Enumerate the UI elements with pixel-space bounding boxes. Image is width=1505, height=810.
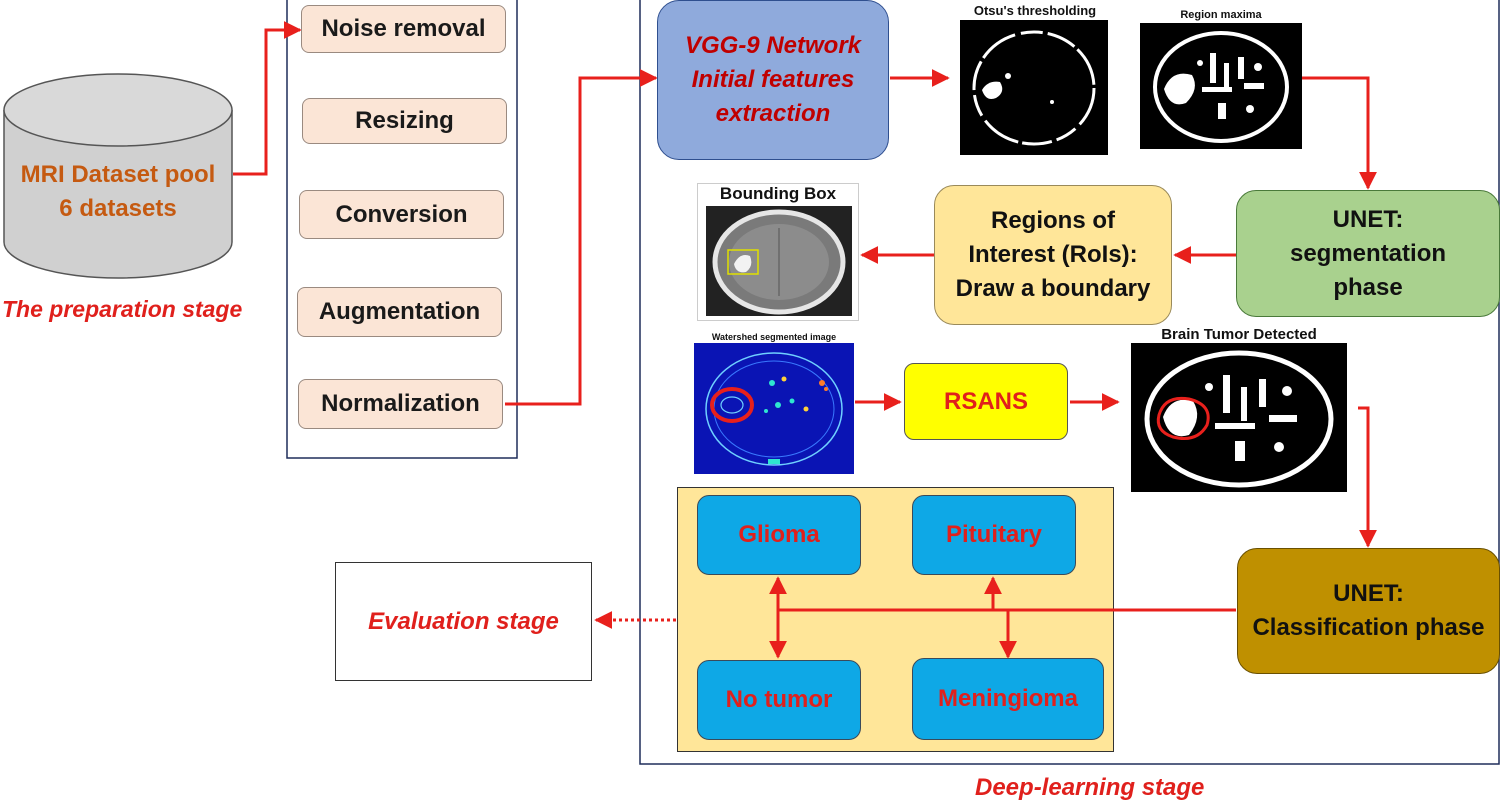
bounding-box-image	[706, 206, 852, 316]
deep-learning-stage-label: Deep-learning stage	[975, 774, 1205, 801]
evaluation-box: Evaluation stage	[335, 562, 592, 681]
unet-seg-line2: segmentation	[1289, 239, 1447, 267]
roi-box: Regions of Interest (RoIs): Draw a bound…	[934, 185, 1172, 325]
arrow-dataset-to-noise-removal	[233, 21, 302, 176]
step-augmentation: Augmentation	[297, 287, 502, 337]
vgg-network-box: VGG-9 Network Initial features extractio…	[657, 0, 889, 160]
unet-segmentation-box: UNET: segmentation phase	[1236, 190, 1500, 317]
dataset-label-line1: MRI Dataset pool	[20, 161, 216, 188]
unet-classification-box: UNET: Classification phase	[1237, 548, 1500, 674]
arrow-maxima-to-unet-seg	[1302, 76, 1377, 190]
class-meningioma: Meningioma	[912, 658, 1104, 740]
cylinder-icon	[3, 73, 233, 279]
region-maxima-caption: Region maxima	[1180, 9, 1262, 21]
arrow-detected-to-unet-cls	[1358, 406, 1377, 548]
region-maxima-image	[1140, 23, 1302, 149]
class-no-tumor: No tumor	[697, 660, 861, 740]
roi-line3: Draw a boundary	[955, 275, 1151, 302]
rsans-box: RSANS	[904, 363, 1068, 440]
watershed-image	[694, 343, 854, 474]
unet-seg-line3: phase	[1333, 273, 1403, 301]
dataset-cylinder: MRI Dataset pool 6 datasets	[2, 72, 234, 282]
tumor-detected-caption: Brain Tumor Detected	[1161, 326, 1317, 343]
unet-seg-line1: UNET:	[1332, 205, 1404, 233]
vgg-line1: VGG-9 Network	[684, 32, 862, 59]
tumor-detected-image	[1131, 343, 1347, 492]
otsu-image	[960, 20, 1108, 155]
unet-cls-line2: Classification phase	[1252, 614, 1485, 641]
dataset-label-line2: 6 datasets	[59, 195, 177, 222]
vgg-line3: extraction	[715, 100, 831, 127]
unet-cls-line1: UNET:	[1333, 580, 1404, 607]
step-resizing: Resizing	[302, 98, 507, 144]
roi-line1: Regions of	[991, 207, 1115, 234]
brain-scan-icon	[972, 30, 1096, 146]
watershed-caption: Watershed segmented image	[711, 332, 837, 342]
preparation-panel-frame	[286, 0, 518, 459]
class-glioma: Glioma	[697, 495, 861, 575]
arrow-normalization-to-vgg	[505, 69, 658, 406]
brain-segmented-icon	[705, 352, 843, 466]
brain-mri-icon	[712, 209, 846, 315]
step-normalization: Normalization	[298, 379, 503, 429]
step-noise-removal: Noise removal	[301, 5, 506, 53]
roi-line2: Interest (RoIs):	[968, 241, 1138, 268]
brain-scan-icon	[1153, 31, 1289, 143]
brain-scan-icon	[1144, 350, 1334, 488]
evaluation-label: Evaluation stage	[368, 607, 559, 635]
class-pituitary: Pituitary	[912, 495, 1076, 575]
bounding-box-caption: Bounding Box	[719, 184, 837, 203]
vgg-line2: Initial features	[691, 66, 855, 93]
preparation-stage-label: The preparation stage	[2, 296, 243, 322]
otsu-caption: Otsu's thresholding	[973, 3, 1097, 18]
deep-learning-panel-frame	[639, 0, 1500, 765]
step-conversion: Conversion	[299, 190, 504, 239]
bounding-box-figure: Bounding Box	[697, 183, 859, 321]
